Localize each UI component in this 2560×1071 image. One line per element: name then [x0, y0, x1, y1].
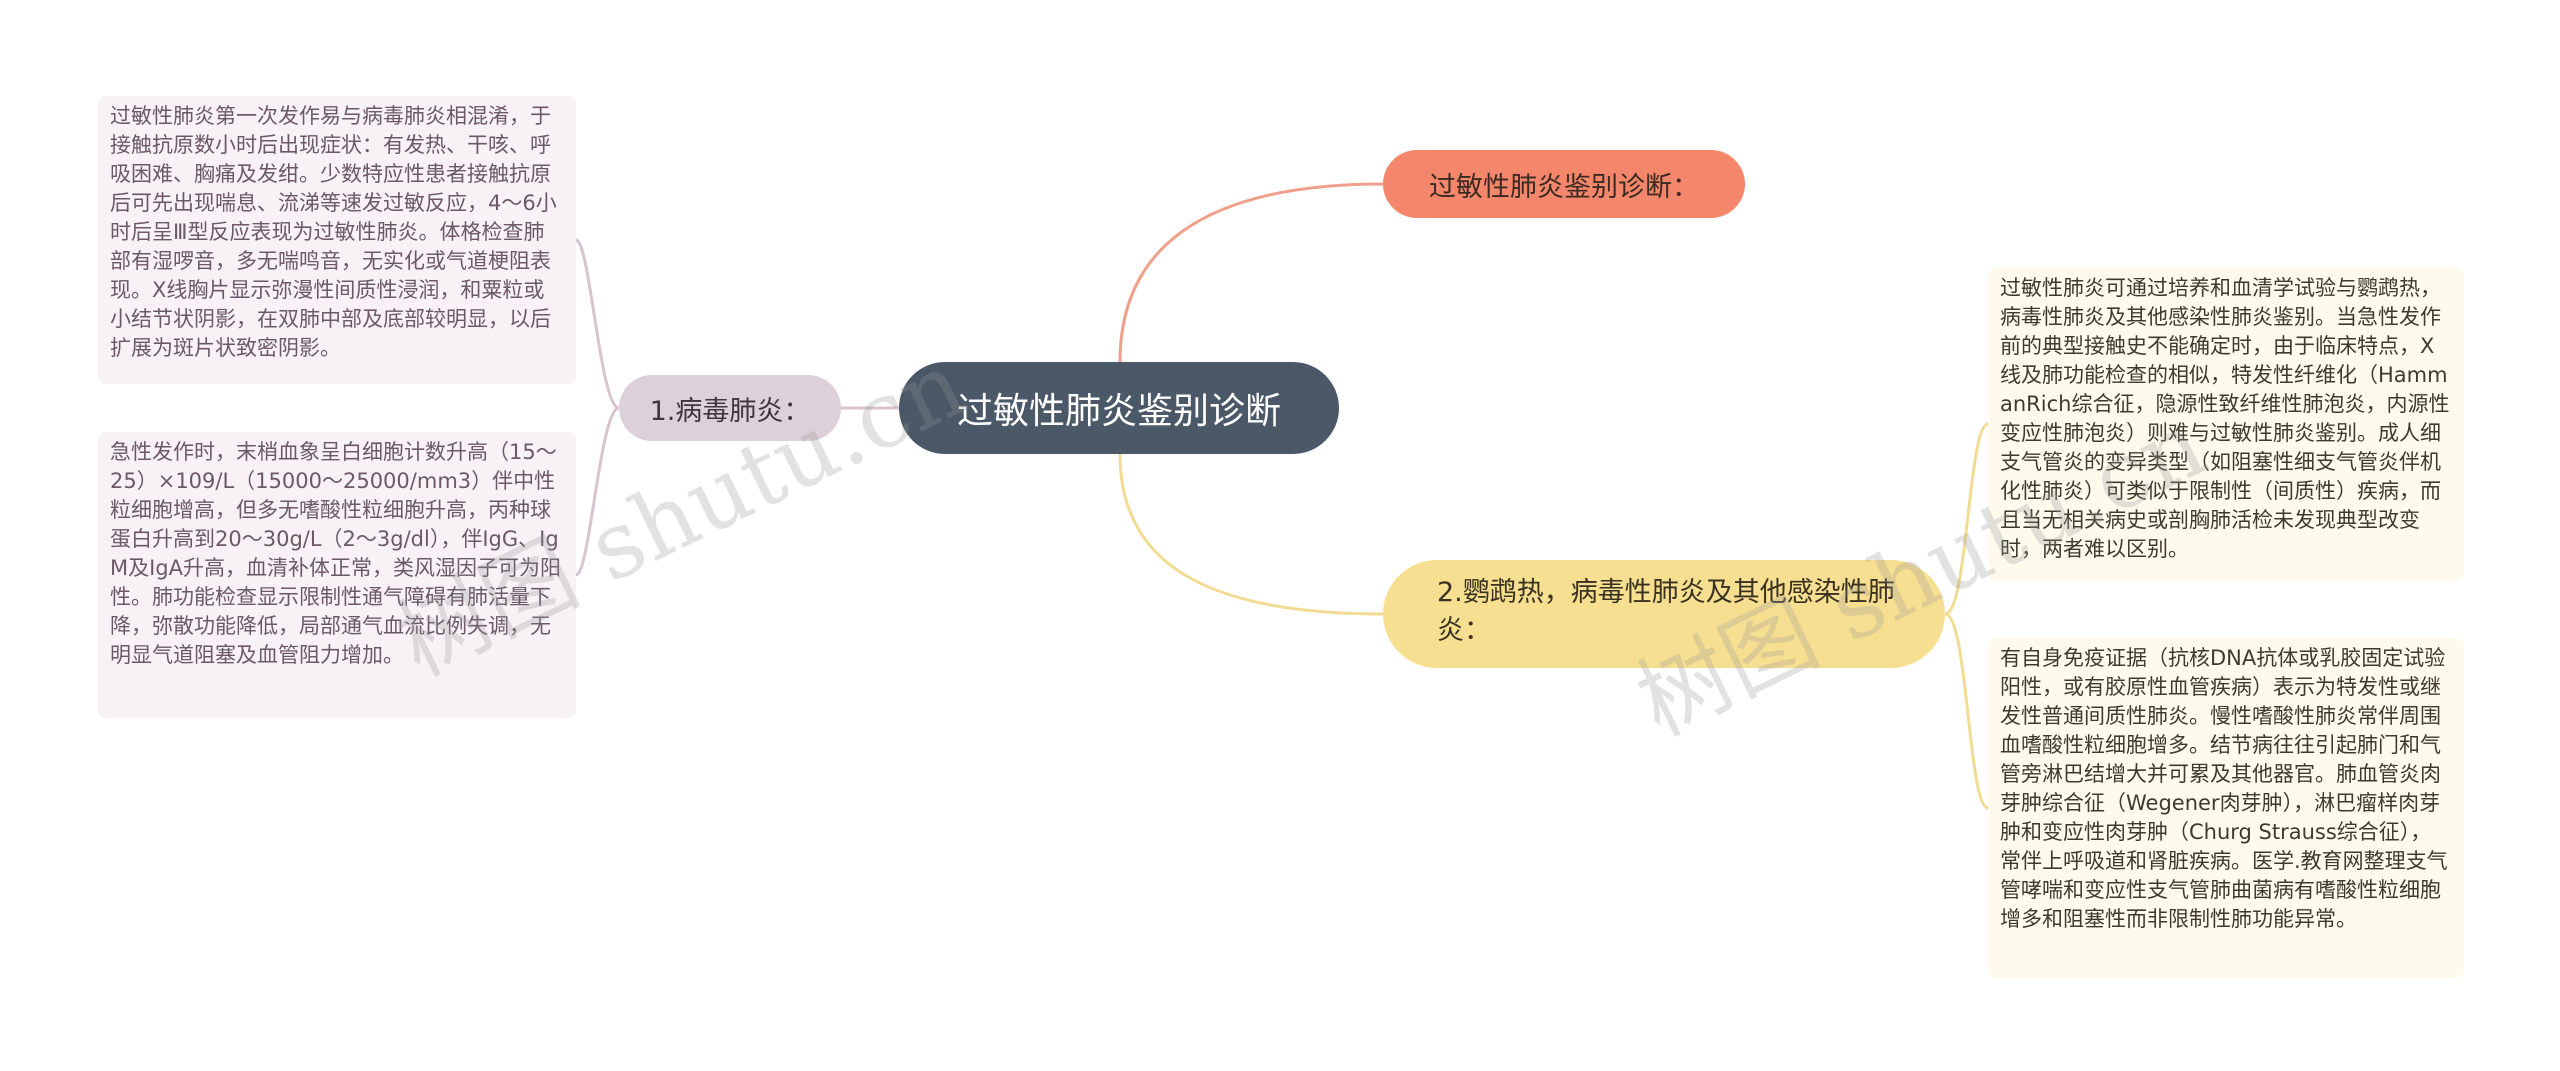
- branch-viral-label: 1.病毒肺炎：: [649, 395, 811, 427]
- branch-psittacosis-label: 2.鹦鹉热，病毒性肺炎及其他感染性肺炎：: [1437, 577, 1895, 646]
- link-viral-note-1: [574, 238, 620, 410]
- viral-note-1-text: 过敏性肺炎第一次发作易与病毒肺炎相混淆，于接触抗原数小时后出现症状：有发热、干咳…: [110, 104, 557, 360]
- link-psittacosis-note-1: [1944, 422, 1989, 616]
- psittacosis-note-1[interactable]: 过敏性肺炎可通过培养和血清学试验与鹦鹉热，病毒性肺炎及其他感染性肺炎鉴别。当急性…: [1988, 268, 2464, 580]
- psittacosis-note-1-text: 过敏性肺炎可通过培养和血清学试验与鹦鹉热，病毒性肺炎及其他感染性肺炎鉴别。当急性…: [2000, 276, 2450, 561]
- viral-note-2-text: 急性发作时，末梢血象呈白细胞计数升高（15～25）×109/L（15000～25…: [110, 440, 562, 667]
- branch-viral-pneumonia[interactable]: 1.病毒肺炎：: [619, 375, 841, 441]
- link-viral-note-2: [574, 406, 620, 577]
- link-root-diagnosis: [1118, 182, 1384, 363]
- root-node[interactable]: 过敏性肺炎鉴别诊断: [899, 362, 1339, 454]
- viral-note-1[interactable]: 过敏性肺炎第一次发作易与病毒肺炎相混淆，于接触抗原数小时后出现症状：有发热、干咳…: [98, 96, 576, 384]
- branch-diagnosis[interactable]: 过敏性肺炎鉴别诊断：: [1383, 150, 1745, 218]
- viral-note-2[interactable]: 急性发作时，末梢血象呈白细胞计数升高（15～25）×109/L（15000～25…: [98, 432, 576, 718]
- branch-psittacosis[interactable]: 2.鹦鹉热，病毒性肺炎及其他感染性肺炎：: [1383, 560, 1945, 668]
- psittacosis-note-2-text: 有自身免疫证据（抗核DNA抗体或乳胶固定试验阳性，或有胶原性血管疾病）表示为特发…: [2000, 646, 2448, 931]
- link-root-psittacosis: [1118, 453, 1384, 616]
- link-psittacosis-note-2: [1944, 612, 1989, 810]
- branch-diagnosis-label: 过敏性肺炎鉴别诊断：: [1429, 171, 1699, 203]
- root-label: 过敏性肺炎鉴别诊断: [956, 391, 1281, 432]
- psittacosis-note-2[interactable]: 有自身免疫证据（抗核DNA抗体或乳胶固定试验阳性，或有胶原性血管疾病）表示为特发…: [1988, 638, 2464, 978]
